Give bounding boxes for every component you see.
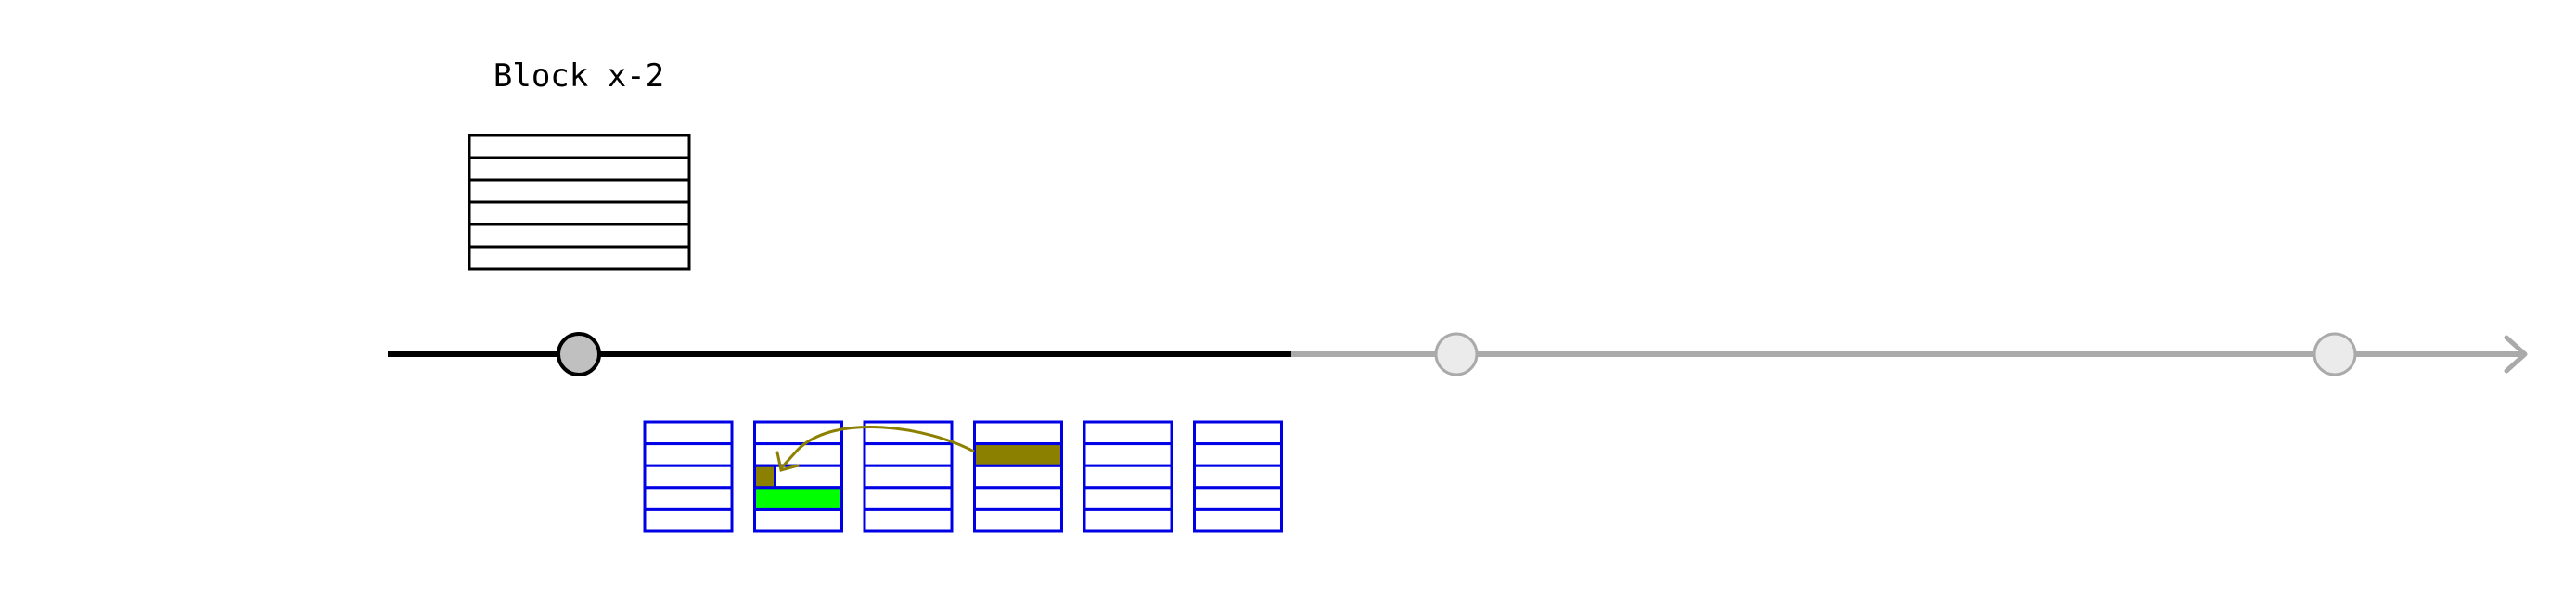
- slot-row: [973, 507, 1063, 533]
- slot-row: [643, 464, 734, 490]
- slot-row: [753, 442, 843, 467]
- block-row: [468, 200, 691, 226]
- block-row: [468, 178, 691, 204]
- block-row: [468, 156, 691, 182]
- slot-stack: [1083, 420, 1173, 533]
- slot-row: [863, 442, 954, 467]
- slot-row: [973, 486, 1063, 511]
- slot-row: [643, 507, 734, 533]
- slot-highlight: [753, 486, 843, 511]
- slot-arrow: [775, 426, 975, 472]
- slot-row: [1193, 420, 1283, 446]
- slot-row: [1193, 507, 1283, 533]
- slot-highlight: [973, 442, 1063, 467]
- timeline-node-inactive: [1434, 332, 1479, 376]
- slot-row: [1193, 464, 1283, 490]
- timeline-arrowhead-icon: [2504, 335, 2528, 374]
- slot-row: [1083, 420, 1173, 446]
- timeline-node-active: [557, 332, 601, 376]
- slot-row: [1193, 486, 1283, 511]
- block-row: [468, 223, 691, 249]
- slot-row: [1083, 486, 1173, 511]
- slot-row: [973, 464, 1063, 490]
- slot-row: [1083, 507, 1173, 533]
- timeline-nodes: [557, 332, 2357, 376]
- slot-row: [753, 507, 843, 533]
- slot-row: [863, 486, 954, 511]
- slot-row: [643, 420, 734, 446]
- slot-stack: [973, 420, 1063, 533]
- slot-stacks: [643, 420, 1283, 533]
- block-rows: [468, 134, 691, 271]
- slot-stack: [1193, 420, 1283, 533]
- block-row: [468, 134, 691, 159]
- arrowhead-icon: [775, 451, 800, 472]
- slot-stack: [643, 420, 734, 533]
- slot-row: [1083, 464, 1173, 490]
- slot-row: [643, 486, 734, 511]
- slot-row: [863, 464, 954, 490]
- slot-row: [643, 442, 734, 467]
- slot-row: [863, 507, 954, 533]
- move-arrow: [779, 426, 975, 470]
- block-title: Block x-2: [493, 57, 664, 95]
- slot-row: [863, 420, 954, 446]
- slot-row: [1083, 442, 1173, 467]
- slot-stack: [863, 420, 954, 533]
- slot-highlight: [753, 464, 776, 490]
- timeline-node-inactive: [2313, 332, 2357, 376]
- block-row: [468, 245, 691, 271]
- slot-row: [973, 420, 1063, 446]
- slot-row: [1193, 442, 1283, 467]
